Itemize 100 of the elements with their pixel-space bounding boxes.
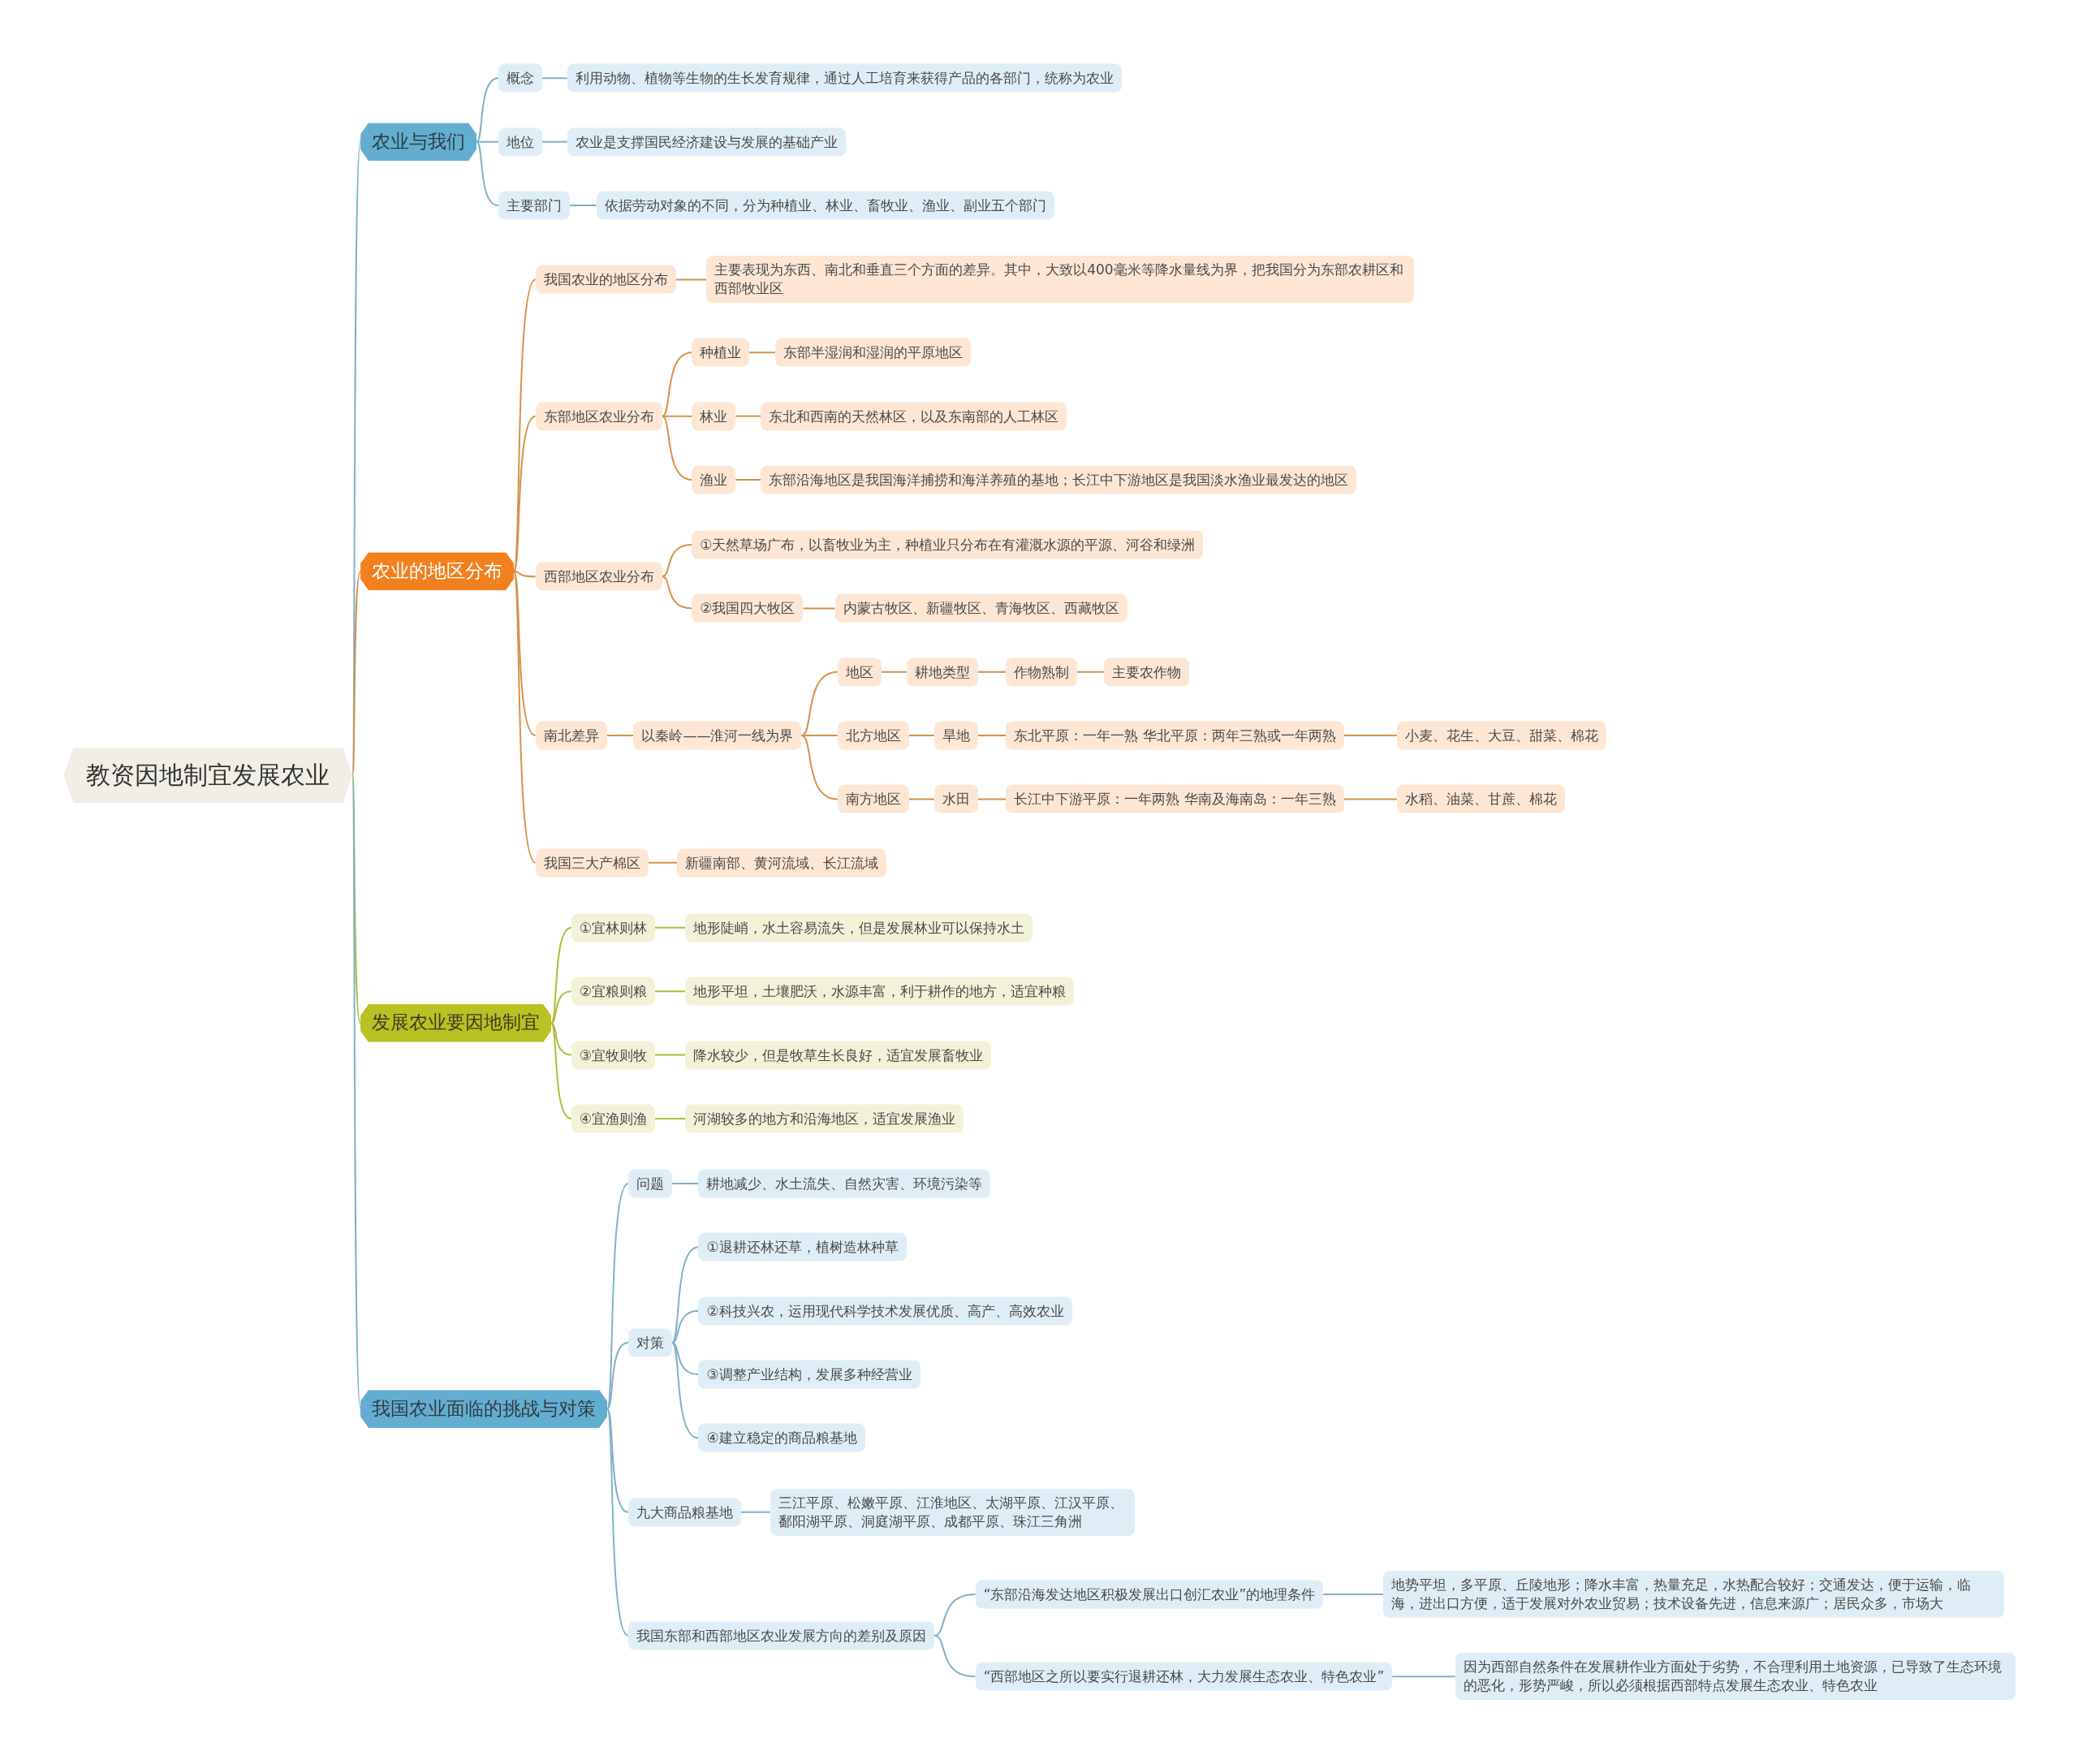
topic-box: 内蒙古牧区、新疆牧区、青海牧区、西藏牧区 [834, 593, 1127, 623]
topic-box: 概念 [498, 63, 542, 93]
topic-box: “西部地区之所以要实行退耕还林，大力发展生态农业、特色农业” [975, 1662, 1393, 1691]
topic-box: 东部地区农业分布 [535, 402, 662, 431]
topic-box: 渔业 [692, 465, 736, 494]
connector-line [541, 140, 568, 143]
connector-line [800, 735, 839, 800]
connector-line [513, 570, 537, 737]
connector-line [800, 671, 839, 737]
connector-line [661, 544, 693, 578]
connector-line [977, 798, 1007, 800]
topic-box: 地区 [837, 658, 882, 687]
connector-line [976, 671, 1007, 673]
topic-box: ③宜牧则牧 [571, 1041, 655, 1070]
topic-box: 北方地区 [837, 721, 909, 750]
connector-line [908, 798, 935, 800]
topic-box: 我国农业的地区分布 [535, 265, 676, 294]
connector-line [653, 1054, 687, 1056]
topic-box: 我国东部和西部地区农业发展方向的差别及原因 [627, 1621, 934, 1650]
topic-box: 九大商品粮基地 [627, 1498, 741, 1527]
connector-line [735, 479, 762, 481]
connector-line [880, 671, 908, 673]
connector-line [1322, 1594, 1385, 1596]
connector-line [550, 990, 572, 1024]
main-topic: 农业的地区分布 [360, 552, 515, 591]
topic-box: 南北差异 [535, 721, 607, 750]
connector-line [933, 1594, 976, 1637]
connector-line [748, 352, 777, 354]
topic-box: 利用动物、植物等生物的生长发育规律，通过人工培育来获得产品的各部门，统称为农业 [567, 63, 1122, 93]
connector-line [606, 735, 635, 737]
topic-box: 水稻、油菜、甘蔗、棉花 [1396, 785, 1565, 813]
topic-box: ②科技兴农，运用现代科学技术发展优质、高产、高效农业 [698, 1296, 1072, 1326]
topic-box: 依据劳动对象的不同，分为种植业、林业、畜牧业、渔业、副业五个部门 [596, 191, 1054, 220]
connector-line [541, 77, 568, 80]
topic-box: ②宜粮则粮 [571, 977, 655, 1006]
connector-line [550, 1022, 572, 1056]
topic-box: 南方地区 [837, 785, 909, 813]
topic-box: 地形陡峭，水土容易流失，但是发展林业可以保持水土 [685, 913, 1033, 942]
topic-box: 我国三大产棉区 [535, 848, 649, 878]
connector-line [568, 205, 597, 207]
topic-box: 主要表现为东西、南北和垂直三个方面的差异。其中，大致以400毫米等降水量线为界，把我国分为东部农耕区和西部牧业区 [706, 256, 1415, 304]
topic-box: 新疆南部、黄河流域、长江流域 [677, 848, 887, 878]
topic-box: 降水较少，但是牧草生长良好，适宜发展畜牧业 [685, 1041, 992, 1070]
connector-line [476, 77, 499, 143]
topic-box: 水田 [934, 785, 978, 813]
connector-line [606, 1341, 629, 1410]
connector-line [675, 278, 708, 281]
connector-line [476, 140, 499, 207]
topic-box: 地形平坦，土壤肥沃，水源丰富，利于耕作的地方，适宜种粮 [685, 977, 1075, 1006]
topic-box: ④宜渔则渔 [571, 1104, 655, 1133]
connector-line [1343, 735, 1398, 737]
topic-box: ②我国四大牧区 [692, 593, 804, 623]
topic-box: 耕地减少、水土流失、自然灾害、环境污染等 [698, 1169, 991, 1198]
connector-line [670, 1182, 700, 1184]
topic-box: 因为西部自然条件在发展耕作业方面处于劣势，不合理利用土地资源，已导致了生态环境的恶化，形势严峻，所以必须根据西部特点发展生态农业、特色农业 [1455, 1653, 2016, 1701]
topic-box: 对策 [627, 1328, 672, 1357]
topic-box: 耕地类型 [906, 658, 978, 687]
topic-box: 河湖较多的地方和沿海地区，适宜发展渔业 [685, 1104, 964, 1133]
topic-box: 农业是支撑国民经济建设与发展的基础产业 [567, 127, 846, 157]
main-topic: 发展农业要因地制宜 [360, 1003, 552, 1042]
connector-line [606, 1408, 629, 1513]
connector-line [661, 576, 693, 610]
main-topic: 我国农业面临的挑战与对策 [360, 1390, 608, 1428]
connector-line [735, 415, 762, 417]
connector-line [647, 861, 679, 864]
connector-line [1343, 798, 1398, 800]
topic-box: 三江平原、松嫩平原、江淮地区、太湖平原、江汉平原、鄱阳湖平原、洞庭湖平原、成都平原、珠江三角洲 [770, 1488, 1135, 1536]
connector-line [908, 735, 935, 737]
connector-line [661, 415, 693, 481]
topic-box: ④建立稳定的商品粮基地 [698, 1423, 865, 1452]
connector-line [661, 352, 693, 417]
connector-line [802, 607, 836, 610]
connector-line [653, 990, 687, 993]
topic-box: 长江中下游平原：一年两熟 华南及海南岛：一年三熟 [1006, 785, 1344, 813]
topic-box: ①天然草场广布，以畜牧业为主，种植业只分布在有灌溉水源的平源、河谷和绿洲 [692, 530, 1204, 559]
topic-box: 以秦岭——淮河一线为界 [633, 721, 802, 750]
connector-line [1076, 671, 1105, 673]
topic-box: 地位 [498, 127, 542, 157]
topic-box: 主要部门 [498, 191, 570, 220]
topic-box: 小麦、花生、大豆、甜菜、棉花 [1396, 721, 1606, 750]
connector-line [1391, 1676, 1456, 1678]
topic-box: 东北和西南的天然林区，以及东南部的人工林区 [761, 402, 1067, 431]
topic-box: 东北平原：一年一熟 华北平原：两年三熟或一年两熟 [1006, 721, 1344, 750]
topic-box: ①退耕还林还草，植树造林种草 [698, 1232, 907, 1262]
topic-box: 西部地区农业分布 [535, 562, 662, 591]
connector-line [513, 570, 537, 578]
connector-line [653, 1117, 687, 1119]
connector-line [670, 1246, 700, 1343]
topic-box: “东部沿海发达地区积极发展出口创汇农业”的地理条件 [975, 1580, 1324, 1609]
main-topic: 农业与我们 [360, 123, 477, 162]
connector-line [476, 140, 499, 143]
connector-line [513, 415, 537, 572]
topic-box: 东部沿海地区是我国海洋捕捞和海洋养殖的基地；长江中下游地区是我国淡水渔业最发达的地区 [761, 465, 1357, 494]
connector-line [739, 1511, 771, 1513]
topic-box: 主要农作物 [1104, 658, 1189, 687]
topic-box: ③调整产业结构，发展多种经营业 [698, 1360, 920, 1389]
connector-line [977, 735, 1007, 737]
topic-box: 种植业 [692, 338, 750, 367]
topic-box: 问题 [627, 1169, 672, 1198]
connector-line [653, 926, 687, 929]
